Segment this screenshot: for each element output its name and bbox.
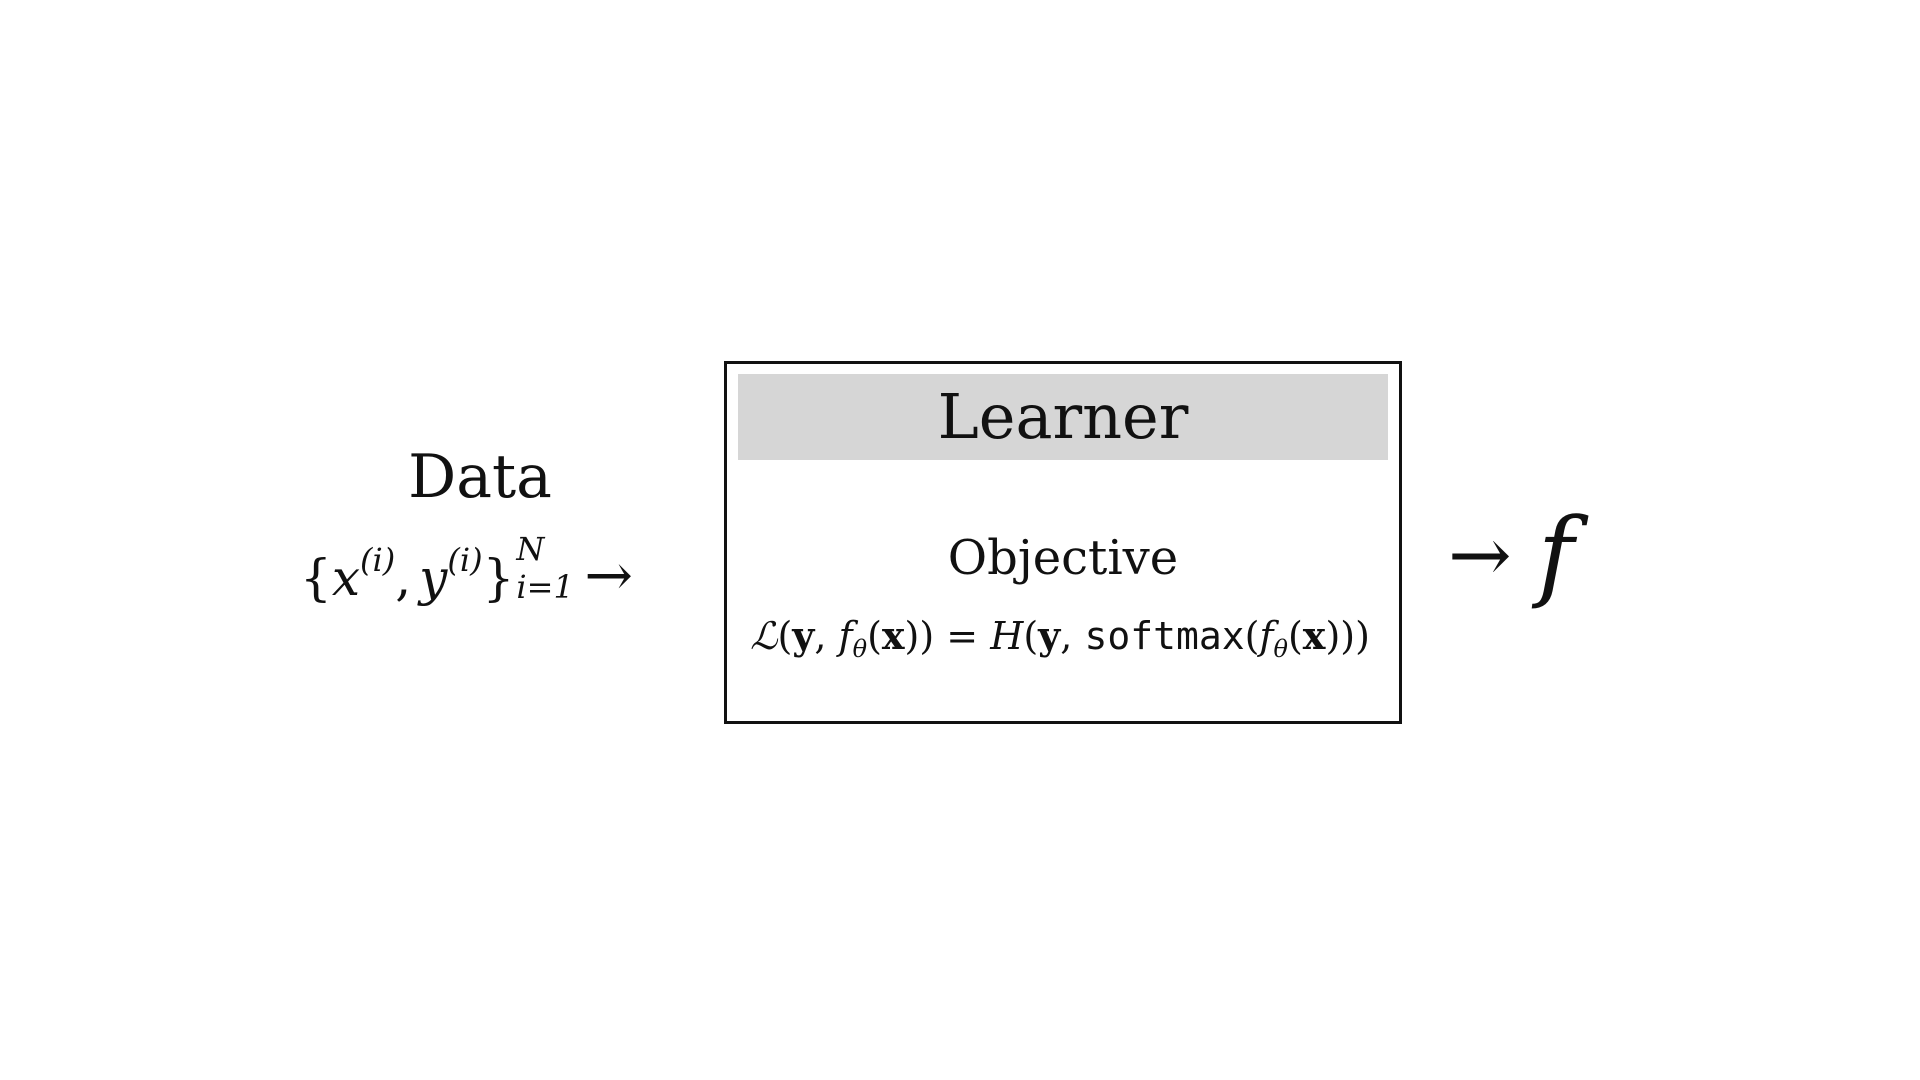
formula-theta-subscript: θ [852, 635, 868, 663]
learner-box: Learner Objective ℒ(y, fθ(x)) = H(y, sof… [724, 361, 1402, 724]
formula-equals: = [934, 614, 991, 658]
formula-theta-subscript-2: θ [1273, 635, 1288, 663]
formula-f: f [838, 614, 853, 658]
output-arrow: → [1448, 510, 1512, 599]
data-upper-limit: N [516, 530, 545, 568]
formula-open-paren: ( [777, 614, 793, 658]
formula-open-paren-4: ( [1244, 614, 1260, 658]
objective-label: Objective [947, 530, 1179, 586]
data-y-superscript: (i) [447, 541, 483, 579]
loss-symbol: ℒ [750, 614, 778, 658]
data-close-brace: } [482, 549, 515, 607]
formula-close-parens-2: ))) [1325, 614, 1370, 658]
formula-y-bold: y [792, 613, 815, 658]
data-comma: , [395, 549, 412, 607]
formula-x-bold: x [881, 613, 905, 658]
formula-f-2: f [1259, 614, 1274, 658]
formula-open-paren-2: ( [867, 614, 882, 658]
formula-close-parens: )) [904, 614, 935, 658]
formula-comma: , [814, 614, 839, 658]
formula-open-paren-3: ( [1023, 614, 1039, 658]
output-function-symbol: f [1537, 498, 1574, 612]
learner-header: Learner [738, 374, 1388, 460]
data-y-var: y [419, 549, 448, 607]
formula-comma-2: , [1060, 614, 1085, 658]
formula-x-bold-2: x [1302, 613, 1326, 658]
data-x-superscript: (i) [360, 541, 396, 579]
learner-title: Learner [937, 380, 1189, 453]
data-arrow: → [584, 541, 633, 609]
data-title: Data [408, 442, 552, 512]
formula-softmax: softmax [1084, 614, 1245, 658]
formula-open-paren-5: ( [1287, 614, 1303, 658]
data-x-var: x [331, 549, 361, 607]
objective-formula: ℒ(y, fθ(x)) = H(y, softmax(fθ(x))) [735, 610, 1385, 675]
formula-H: H [990, 614, 1024, 658]
data-lower-limit: i=1 [516, 568, 574, 606]
formula-y-bold-2: y [1038, 613, 1061, 658]
data-open-brace: { [300, 549, 332, 607]
output-block: →f [1448, 500, 1648, 620]
